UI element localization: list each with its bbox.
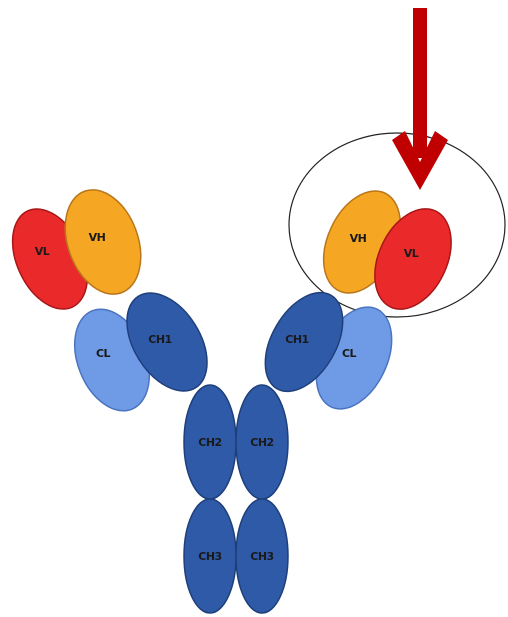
ch3-right-domain: CH3	[235, 498, 289, 614]
right-vh-label: VH	[350, 232, 367, 245]
right-cl-label: CL	[342, 347, 357, 360]
left-cl-label: CL	[96, 347, 111, 360]
right-vl-domain: VL	[374, 208, 452, 310]
left-ch1-label: CH1	[148, 333, 171, 346]
left-vh-domain: VH	[64, 189, 142, 295]
ch2-right-domain: CH2	[235, 384, 289, 500]
down-arrow-icon	[392, 8, 448, 190]
left-vh-label: VH	[89, 231, 106, 244]
ch3-left-domain: CH3	[183, 498, 237, 614]
right-ch1-domain: CH1	[264, 291, 344, 393]
right-vl-label: VL	[404, 247, 419, 260]
left-vl-label: VL	[35, 245, 50, 258]
right-ch1-label: CH1	[285, 333, 308, 346]
ch2-left-label: CH2	[198, 436, 221, 449]
ch2-left-domain: CH2	[183, 384, 237, 500]
ch3-left-label: CH3	[198, 550, 221, 563]
left-ch1-domain: CH1	[126, 292, 208, 392]
ch2-right-label: CH2	[250, 436, 273, 449]
ch3-right-label: CH3	[250, 550, 273, 563]
highlight-circle	[288, 132, 506, 318]
